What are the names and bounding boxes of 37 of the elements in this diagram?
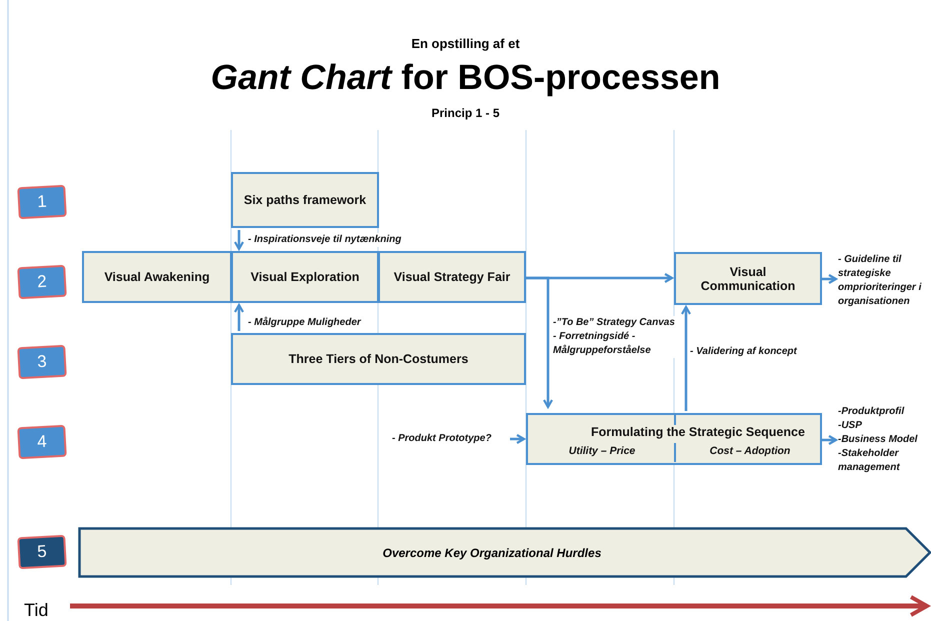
number-badge: 1 [17, 184, 67, 220]
list-item: -Produktprofil [838, 405, 906, 419]
list-item: -Business Model [838, 433, 918, 447]
note-text: - Produkt Prototype? [392, 432, 510, 446]
sub-label: Utility – Price [568, 445, 636, 459]
process-box [526, 413, 822, 465]
arrow [234, 304, 244, 331]
arrow [526, 276, 554, 408]
sub-label: Cost – Adoption [708, 445, 792, 459]
number-badge: 2 [17, 264, 67, 300]
subtitle-text: En opstilling af et [411, 36, 520, 53]
arrow-bar [78, 527, 931, 578]
process-box: Visual Communication [674, 252, 822, 305]
edge-label: - Inspirationsveje til nytænkning [248, 233, 402, 247]
edge-label: - Målgruppe Muligheder [248, 316, 361, 330]
number-badge: 5 [17, 534, 67, 570]
edge-label: -”To Be” Strategy Canvas - Forretningsidé - Målgruppeforståelse [553, 316, 678, 358]
process-box: Visual Exploration [231, 251, 379, 303]
bar-label: Overcome Key Organizational Hurdles [382, 544, 602, 562]
arrow [680, 306, 692, 411]
axis-label: Tid [24, 600, 48, 621]
arrow [234, 230, 244, 250]
arrow [510, 434, 526, 444]
process-box: Three Tiers of Non-Costumers [231, 333, 526, 385]
arrow [822, 274, 838, 284]
title: Gant Chart for BOS-processen [210, 58, 720, 98]
process-box: Visual Strategy Fair [378, 251, 526, 303]
arrow [822, 434, 838, 446]
note-text: - Guideline til strategiske omprioriteringer i organisationen [838, 253, 931, 309]
number-badge: 4 [17, 424, 67, 460]
edge-label: - Validering af koncept [690, 345, 797, 359]
list-item: -USP [838, 419, 863, 433]
subtitle-text: Princip 1 - 5 [431, 106, 500, 122]
process-box: Six paths framework [231, 172, 379, 228]
process-box: Visual Awakening [82, 251, 232, 303]
number-badge: 3 [17, 344, 67, 380]
list-item: -Stakeholder management [838, 447, 901, 475]
